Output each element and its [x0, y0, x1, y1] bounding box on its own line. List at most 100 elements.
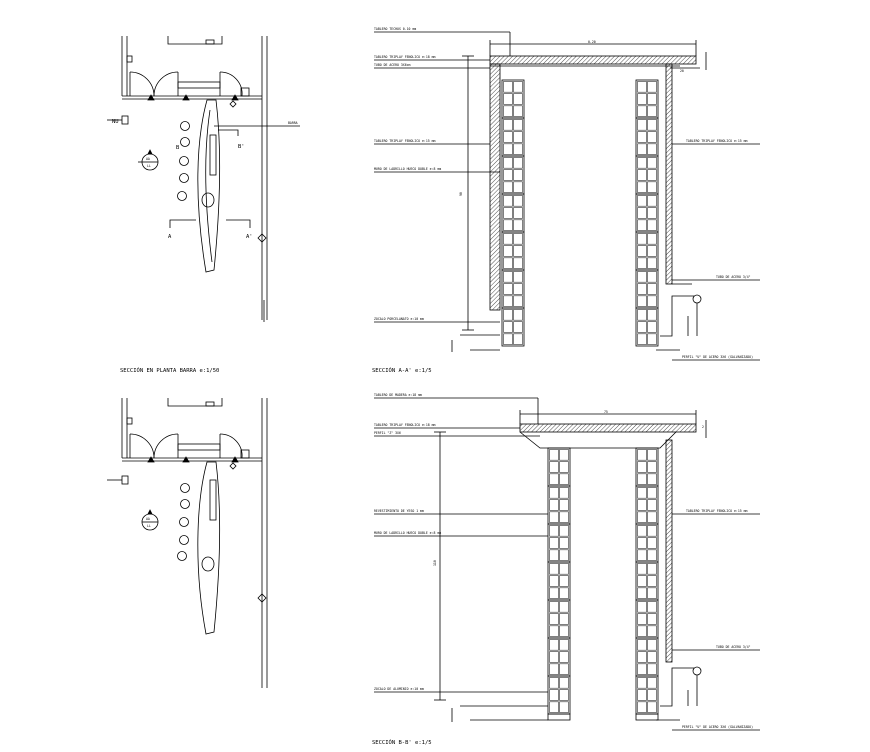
brick-cell [647, 295, 657, 307]
brick-cell [637, 651, 647, 663]
brick-cell [637, 169, 647, 181]
callout-sheet-bottom: LL [147, 524, 151, 528]
brick-cell [503, 143, 513, 155]
brick-cell [637, 613, 647, 625]
brick-cell [637, 219, 647, 231]
brick-cell [513, 207, 523, 219]
note-aa-right-1: TUBO DE ACERO 3/4" [716, 275, 751, 279]
brick-cell [513, 181, 523, 193]
brick-cell [559, 537, 569, 549]
brick-cell [549, 511, 559, 523]
brick-cell [637, 473, 647, 485]
brick-cell [637, 181, 647, 193]
brick-cell [549, 625, 559, 637]
note-bb-left-4: MURO DE LADRILLO HUECO DOBLE e:8 mm [374, 531, 441, 535]
brick-cell [637, 271, 647, 283]
note-bb-left-5: ZOCALO DE ALUMINIO e:10 mm [374, 687, 424, 691]
note-aa-left-5: ZOCALO PORCELANATO e:10 mm [374, 317, 424, 321]
brick-cell [637, 525, 647, 537]
brick-unit [501, 307, 525, 347]
brick-cell [647, 93, 657, 105]
brick-unit [501, 193, 525, 233]
brick-unit [501, 155, 525, 195]
note-bb-left-0: TABLERO DE MADERA e:18 mm [374, 393, 422, 397]
brick-cell [647, 575, 657, 587]
brick-cell [647, 257, 657, 269]
brick-cell [503, 105, 513, 117]
brick-unit [635, 713, 659, 721]
brick-cell [647, 511, 657, 523]
brick-cell [637, 81, 647, 93]
brick-unit [635, 485, 659, 525]
dim-width-aa: 0.20 [588, 40, 596, 44]
brick-cell [549, 651, 559, 663]
brick-cell [549, 537, 559, 549]
section-mark-b-prime: B' [238, 144, 245, 150]
brick-cell [549, 701, 559, 713]
brick-cell [647, 499, 657, 511]
brick-cell [559, 587, 569, 599]
brick-cell [513, 169, 523, 181]
brick-cell [637, 701, 647, 713]
brick-cell [637, 663, 647, 675]
brick-cell [637, 257, 647, 269]
brick-cell [549, 449, 559, 461]
brick-cell [513, 119, 523, 131]
section-aa-title: SECCIÓN A-A' e:1/5 [372, 367, 432, 374]
brick-cell [503, 93, 513, 105]
brick-cell [647, 219, 657, 231]
notes-right-aa: TABLERO TRIPLAY FENOLICO e:15 mm TUBO DE… [682, 139, 753, 359]
brick-cell [513, 295, 523, 307]
callout-number-top: AA [146, 157, 150, 161]
brick-cell [637, 639, 647, 651]
brick-cell [637, 105, 647, 117]
callout-sheet-top: LL [147, 164, 151, 168]
brick-cell [559, 625, 569, 637]
brick-cell [559, 449, 569, 461]
brick-cell [637, 93, 647, 105]
brick-unit [501, 79, 525, 119]
brick-cell [647, 587, 657, 599]
brick-cell [503, 157, 513, 169]
plan-top-title: SECCIÓN EN PLANTA BARRA e:1/50 [120, 367, 219, 374]
note-aa-left-0: TABLERO TECHOS 0.10 mm [374, 27, 416, 31]
brick-cell [549, 499, 559, 511]
brick-cell [559, 511, 569, 523]
brick-column-left-aa [501, 79, 525, 347]
brick-cell [549, 587, 559, 599]
brick-cell [637, 157, 647, 169]
brick-unit [547, 447, 571, 487]
brick-cell [559, 689, 569, 701]
brick-cell [647, 181, 657, 193]
brick-cell [647, 663, 657, 675]
brick-cell [503, 233, 513, 245]
brick-cell [647, 309, 657, 321]
brick-unit [635, 447, 659, 487]
brick-cell [647, 157, 657, 169]
brick-cell [647, 613, 657, 625]
note-bb-right-2: PERFIL "U" DE ACERO 3X6 (GALVANIZADO) [682, 725, 753, 729]
brick-cell [559, 525, 569, 537]
notes-right-bb: TABLERO TRIPLAY FENOLICO e:15 mm TUBO DE… [682, 509, 753, 729]
brick-cell [513, 309, 523, 321]
brick-cell [503, 271, 513, 283]
section-bb [374, 397, 760, 731]
brick-cell [637, 511, 647, 523]
note-bb-left-1: TABLERO TRIPLAY FENOLICO e:18 mm [374, 423, 435, 427]
brick-cell [647, 689, 657, 701]
brick-cell [647, 321, 657, 333]
brick-cell [503, 131, 513, 143]
brick-cell [513, 233, 523, 245]
brick-cell [637, 245, 647, 257]
brick-cell [637, 575, 647, 587]
brick-cell [647, 563, 657, 575]
brick-cell [637, 461, 647, 473]
brick-cell [637, 449, 647, 461]
brick-cell [503, 81, 513, 93]
callout-number-bottom: AA [146, 517, 150, 521]
brick-cell [503, 181, 513, 193]
brick-cell [513, 131, 523, 143]
brick-cell [637, 625, 647, 637]
brick-cell [559, 663, 569, 675]
